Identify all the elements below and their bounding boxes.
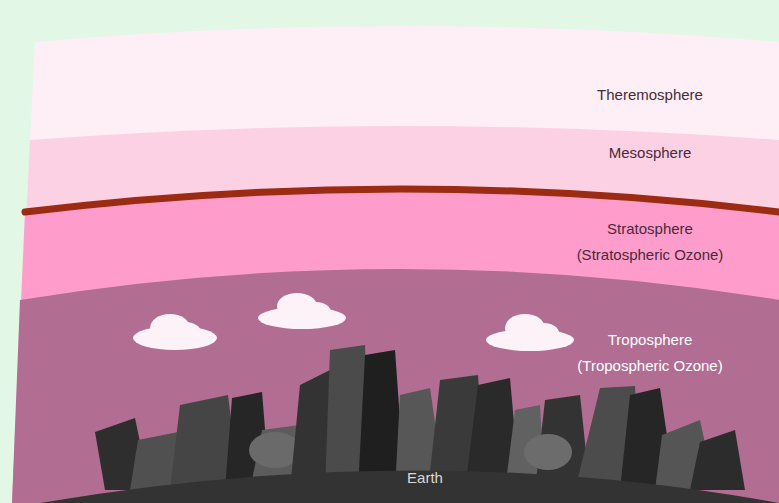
thermosphere-band — [12, 26, 779, 503]
band-name: Earth — [407, 465, 443, 491]
mesosphere-band — [12, 126, 779, 503]
band-name: Stratosphere — [577, 216, 724, 242]
earth-label: Earth — [403, 463, 447, 493]
clouds — [133, 293, 574, 351]
troposphere-band — [12, 269, 779, 503]
band-name: (Tropospheric Ozone) — [577, 353, 722, 379]
band-name: Troposphere — [577, 327, 722, 353]
band-name: Theremosphere — [597, 82, 703, 108]
city-buildings — [95, 345, 745, 490]
ozone-line — [25, 189, 779, 212]
mesosphere-label: Mesosphere — [605, 138, 696, 168]
troposphere-label: Troposphere(Tropospheric Ozone) — [573, 325, 726, 381]
thermosphere-label: Theremosphere — [593, 80, 707, 110]
stratosphere-label: Stratosphere(Stratospheric Ozone) — [573, 214, 728, 270]
band-name: Mesosphere — [609, 140, 692, 166]
stratosphere-band — [12, 189, 779, 503]
band-name: (Stratospheric Ozone) — [577, 242, 724, 268]
